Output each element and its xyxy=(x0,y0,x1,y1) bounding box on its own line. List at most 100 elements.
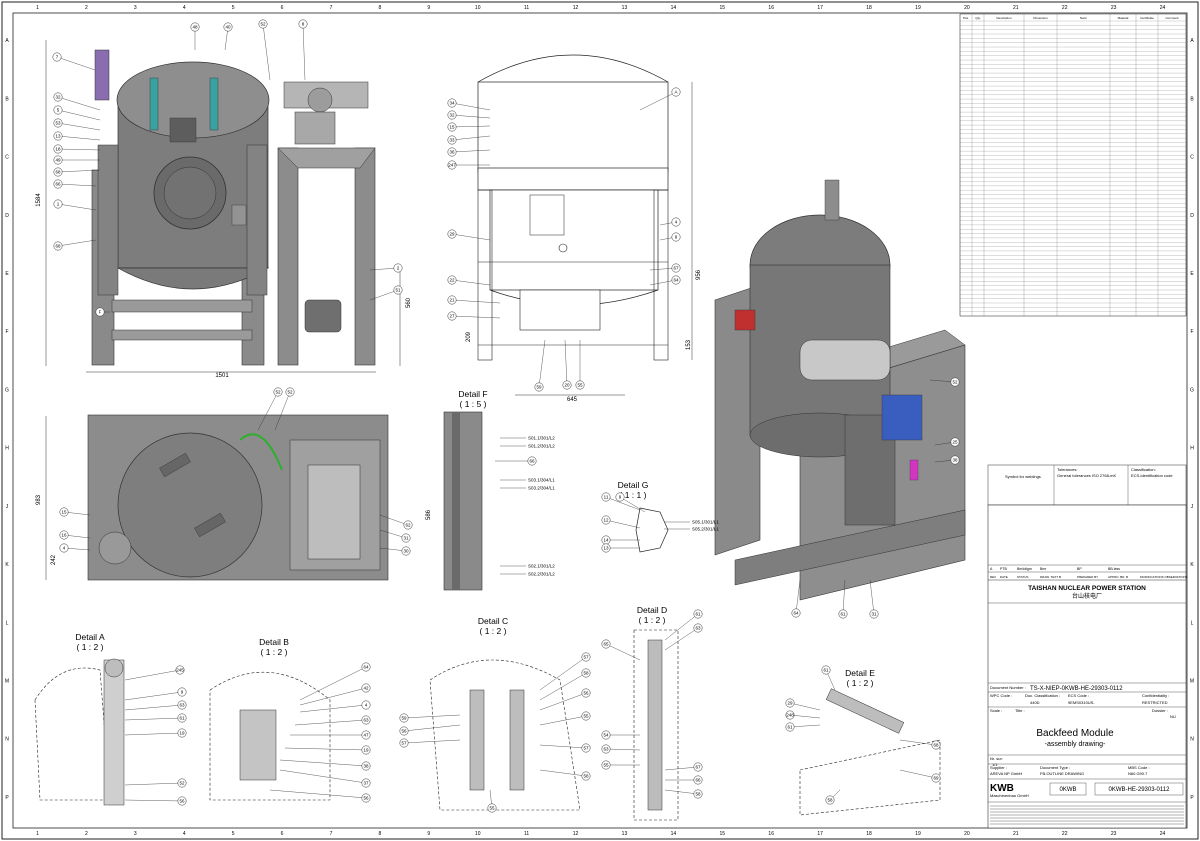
detail-d-balloon-label: 63 xyxy=(603,747,609,752)
side-balloon xyxy=(447,122,457,132)
detail-d-balloon xyxy=(693,623,703,633)
code2: 0KWB-HE-29303-0112 xyxy=(1109,787,1171,793)
side-balloon-label: 59 xyxy=(536,385,542,390)
rev-header-cell: APPRO. BD. B xyxy=(1108,575,1128,579)
side-leader-line xyxy=(451,149,491,153)
supplier-label: Supplier : xyxy=(990,765,1007,770)
front-balloon xyxy=(53,144,63,154)
detail-e-balloon-label: 69 xyxy=(933,776,939,781)
side-leader-line xyxy=(451,125,491,128)
zone-col-13-bottom: 13 xyxy=(622,831,628,837)
detail-b-balloon-label: 37 xyxy=(363,781,369,786)
detail-f-balloon-label: 66 xyxy=(529,459,535,464)
parts-header-cell: Qty. xyxy=(975,16,980,20)
top-balloon-label: 52 xyxy=(275,390,281,395)
detail-e-balloon xyxy=(785,698,795,708)
detail-a-scale: ( 1 : 2 ) xyxy=(77,642,104,652)
zone-row-B-right: B xyxy=(1190,96,1194,102)
zone-col-14-top: 14 xyxy=(671,5,677,11)
detail-e-title: Detail E xyxy=(845,668,875,678)
weld-symbol-note: Symbol for weldings xyxy=(1005,474,1041,479)
side-balloon xyxy=(562,380,572,390)
zone-row-M-left: M xyxy=(5,678,9,684)
isometric-view xyxy=(714,179,966,601)
detail-d: Detail D ( 1 : 2 ) xyxy=(633,605,679,821)
detail-b-balloon xyxy=(361,745,371,755)
side-balloon xyxy=(447,147,457,157)
zone-col-18-top: 18 xyxy=(866,5,872,11)
detail-e-balloon xyxy=(821,665,831,675)
front-leader-line xyxy=(57,96,101,111)
front-balloon xyxy=(393,285,403,295)
detail-c: Detail C ( 1 : 2 ) xyxy=(429,616,581,811)
detail-c-balloon-label: 57 xyxy=(583,655,589,660)
side-leader-line xyxy=(538,339,546,388)
zone-col-5-bottom: 5 xyxy=(232,831,235,837)
detail-d-balloon-label: 61 xyxy=(695,612,701,617)
notes-box: Symbol for weldings Tolerances: General … xyxy=(987,464,1187,506)
zone-row-J-left: J xyxy=(6,504,9,510)
detail-g-scale: ( 1 : 1 ) xyxy=(620,490,647,500)
detail-c-scale: ( 1 : 2 ) xyxy=(480,626,507,636)
doc-type: FB-OUTLINE DRAWING xyxy=(1040,771,1084,776)
zone-col-9-top: 9 xyxy=(427,5,430,11)
maker-logo: KWB xyxy=(990,783,1014,794)
detail-e-leader-line xyxy=(789,714,821,719)
zone-col-23-bottom: 23 xyxy=(1111,831,1117,837)
zone-col-13-top: 13 xyxy=(622,5,628,11)
detail-c-leader-line xyxy=(539,769,587,777)
detail-d-balloon-label: 54 xyxy=(603,733,609,738)
detail-g-balloon-label: 11 xyxy=(604,495,609,500)
zone-col-18-bottom: 18 xyxy=(866,831,872,837)
zone-row-L-left: L xyxy=(6,620,9,626)
detail-f-title: Detail F xyxy=(458,389,487,399)
detail-b-leader-line xyxy=(299,704,367,713)
rev-value-cell: BP xyxy=(1077,567,1082,571)
zone-col-8-bottom: 8 xyxy=(378,831,381,837)
rev-header-cell: MODIFICATIONS OBSERVATIONS xyxy=(1140,575,1188,579)
zone-row-P-left: P xyxy=(5,795,9,801)
detail-b-balloon xyxy=(361,683,371,693)
zone-col-15-top: 15 xyxy=(720,5,726,11)
rev-value-cell: Bmr xyxy=(1040,567,1047,571)
detail-d-balloon xyxy=(601,760,611,770)
detail-a-balloon-label: 245 xyxy=(176,668,184,673)
ecs-code: 9EMS0310US- xyxy=(1068,700,1095,705)
detail-d-leader-line xyxy=(605,748,641,751)
side-leader-line xyxy=(451,315,501,319)
detail-c-balloon xyxy=(581,711,591,721)
detail-b-balloon-label: 19 xyxy=(363,748,369,753)
zone-column-markers: 1122334455667788991010111112121313141415… xyxy=(36,5,1165,837)
detail-g-balloon xyxy=(601,492,611,502)
detail-d-balloon xyxy=(693,762,703,772)
detail-c-leader-line xyxy=(403,714,461,719)
side-balloon-label: 247 xyxy=(448,163,456,168)
iso-balloon-label: 64 xyxy=(793,611,799,616)
detail-d-balloon-label: 55 xyxy=(603,763,609,768)
detail-e-balloon xyxy=(785,722,795,732)
detail-e-leader-line xyxy=(899,739,937,746)
detail-d-title: Detail D xyxy=(637,605,667,615)
detail-c-balloon-label: 56 xyxy=(401,729,407,734)
detail-c-balloon-label: 55 xyxy=(583,714,589,719)
front-balloon-label: 52 xyxy=(260,22,266,27)
zone-row-N-right: N xyxy=(1190,737,1194,743)
zone-row-M-right: M xyxy=(1190,678,1194,684)
zone-col-11-bottom: 11 xyxy=(524,831,529,837)
zone-col-24-top: 24 xyxy=(1160,5,1166,11)
front-leader-line xyxy=(262,23,271,81)
front-balloon-label: 32 xyxy=(55,95,61,100)
top-balloon xyxy=(59,530,69,540)
zone-row-B-left: B xyxy=(5,96,9,102)
top-balloon xyxy=(285,387,295,397)
detail-f-weld-label: S03.2/304/L1 xyxy=(528,486,555,491)
detail-a-balloon-label: 63 xyxy=(179,703,185,708)
side-leader-line xyxy=(451,279,491,286)
parts-header-cell: Dimension xyxy=(1033,16,1048,20)
doc-type-label: Document Type : xyxy=(1040,765,1070,770)
front-balloon-label: 13 xyxy=(55,134,61,139)
zone-col-4-bottom: 4 xyxy=(183,831,186,837)
detail-g-weld-label: S05.1/301/L1 xyxy=(692,520,719,525)
detail-c-leader-line xyxy=(539,656,587,691)
